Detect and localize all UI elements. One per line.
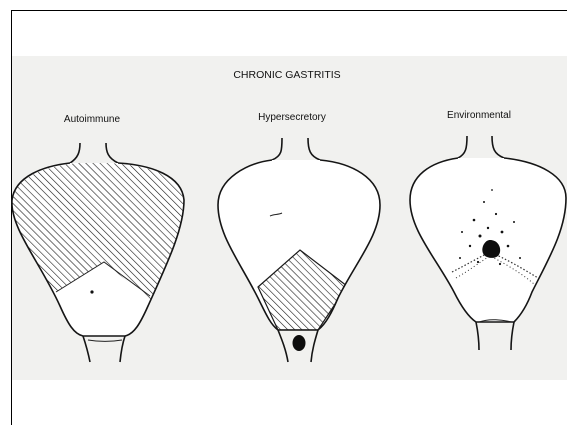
panel-autoimmune: Autoimmune	[0, 114, 200, 362]
panel-hypersecretory: Hypersecretory	[218, 112, 380, 362]
esophagus-hypersecretory	[272, 138, 320, 160]
stomach-outline-environmental	[410, 158, 566, 322]
pylorus-line-autoimmune	[88, 340, 122, 342]
esophagus-autoimmune	[70, 143, 118, 163]
panel-label-environmental: Environmental	[447, 110, 511, 121]
panel-environmental: Environmental	[410, 110, 566, 350]
duodenum-environmental	[476, 322, 514, 350]
slide-title: CHRONIC GASTRITIS	[233, 69, 340, 81]
dot-autoimmune	[90, 290, 93, 293]
panel-label-hypersecretory: Hypersecretory	[258, 112, 326, 123]
esophagus-environmental	[458, 136, 504, 158]
ulcer-hypersecretory	[293, 335, 306, 351]
panel-label-autoimmune: Autoimmune	[64, 114, 121, 125]
